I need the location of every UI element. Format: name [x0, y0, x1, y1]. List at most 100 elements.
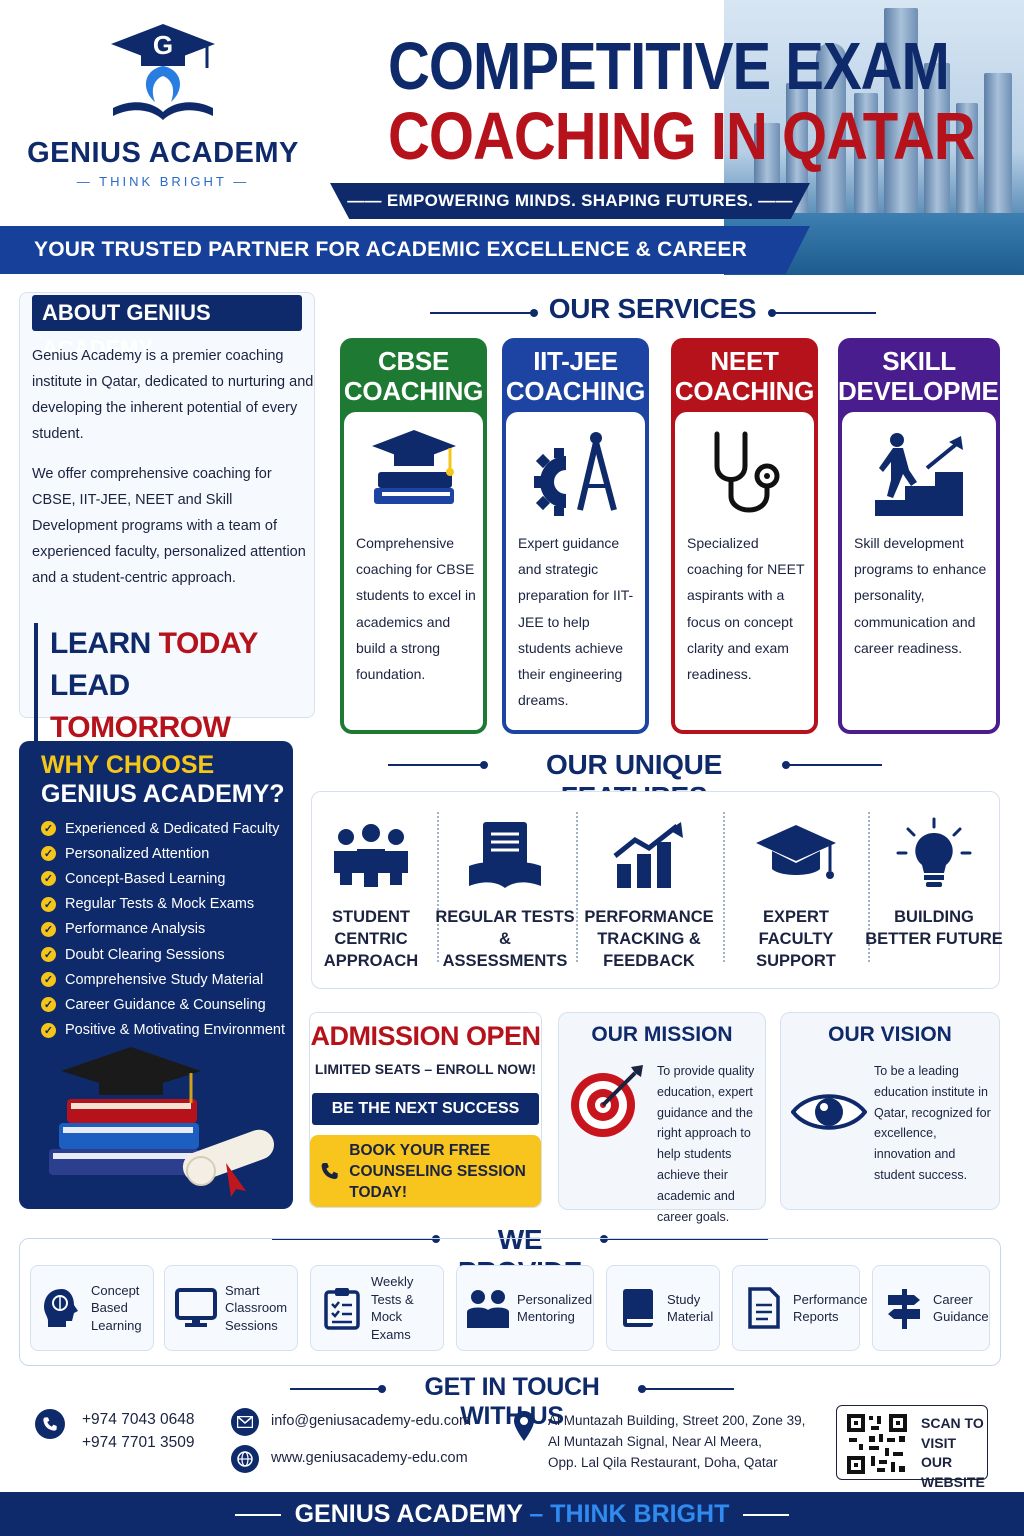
phone-numbers: +974 7043 0648 +974 7701 3509 [82, 1408, 195, 1454]
logo: G GENIUS ACADEMY — THINK BRIGHT — [18, 20, 308, 195]
provide-panel: Concept Based Learning Smart Classroom S… [19, 1238, 1001, 1366]
feature-label: BUILDING BETTER FUTURE [865, 908, 1003, 948]
provide-item: Study Material [606, 1265, 720, 1351]
gear-compass-icon [533, 432, 617, 516]
logo-letter: G [153, 30, 173, 60]
service-title: SKILL DEVELOPMENT [838, 346, 1000, 406]
two-people-icon [467, 1290, 509, 1328]
divider-dot [530, 309, 538, 317]
academy-logo-icon: G [111, 24, 215, 120]
feature-label: REGULAR TESTS & ASSESSMENTS [435, 908, 575, 970]
people-group-icon [334, 824, 408, 887]
service-card-skill-development[interactable]: SKILL DEVELOPMENT Skill development prog… [838, 338, 1000, 734]
globe-icon [231, 1445, 259, 1473]
list-item: ✓Performance Analysis [41, 917, 285, 942]
monitor-icon [175, 1288, 217, 1327]
vision-panel: OUR VISION To be a leading education ins… [780, 1012, 1000, 1210]
provide-label: Weekly Tests & Mock Exams [371, 1274, 414, 1342]
book-counseling-button[interactable]: BOOK YOUR FREE COUNSELING SESSION TODAY! [310, 1135, 541, 1207]
list-item: ✓Comprehensive Study Material [41, 967, 285, 992]
feature-performance-tracking: PERFORMANCE TRACKING & FEEDBACK [579, 814, 719, 974]
website-link[interactable]: www.geniusacademy-edu.com [271, 1450, 468, 1466]
service-description: Comprehensive coaching for CBSE students… [356, 535, 476, 683]
check-icon: ✓ [41, 846, 56, 862]
eye-icon [791, 1094, 867, 1130]
graduation-books-icon [371, 430, 456, 504]
service-card-cbse[interactable]: CBSE COACHING Comprehensive coaching for… [340, 338, 487, 734]
service-title: NEET COACHING [674, 346, 815, 406]
brain-head-icon [44, 1289, 78, 1327]
footer: GENIUS ACADEMY – THINK BRIGHT [0, 1492, 1024, 1536]
growth-chart-icon [613, 822, 683, 888]
service-card-iit-jee[interactable]: IIT-JEE COACHING Expert guidance and str… [502, 338, 649, 734]
main-title-line-1: COMPETITIVE EXAM [388, 29, 950, 104]
divider [388, 764, 484, 766]
list-item: ✓Career Guidance & Counseling [41, 992, 285, 1017]
qr-code-icon [845, 1412, 909, 1476]
about-section: ABOUT GENIUS ACADEMY Genius Academy is a… [19, 292, 315, 749]
service-description: Skill development programs to enhance pe… [854, 535, 987, 656]
report-document-icon [748, 1287, 780, 1329]
feature-student-centric: STUDENT CENTRIC APPROACH [301, 814, 441, 974]
list-item: ✓Regular Tests & Mock Exams [41, 892, 285, 917]
list-item: ✓Doubt Clearing Sessions [41, 942, 285, 967]
header-tagline: —— EMPOWERING MINDS. SHAPING FUTURES. —— [330, 183, 810, 219]
provide-label: Smart Classroom Sessions [225, 1282, 288, 1333]
partner-banner: YOUR TRUSTED PARTNER FOR ACADEMIC EXCELL… [0, 226, 810, 274]
admission-subtext: LIMITED SEATS – ENROLL NOW! [314, 1061, 537, 1077]
why-list: ✓Experienced & Dedicated Faculty ✓Person… [41, 816, 285, 1043]
divider [772, 312, 876, 314]
location-pin-icon [514, 1411, 534, 1441]
divider [604, 1238, 768, 1240]
check-icon: ✓ [41, 921, 56, 937]
provide-label: Study Material [667, 1291, 714, 1325]
book-icon [623, 1289, 653, 1327]
divider [272, 1238, 436, 1240]
admission-panel: ADMISSION OPEN LIMITED SEATS – ENROLL NO… [309, 1012, 542, 1208]
brand-tagline: — THINK BRIGHT — [76, 174, 250, 189]
phone-link-2[interactable]: +974 7701 3509 [82, 1434, 195, 1451]
email-icon [231, 1408, 259, 1436]
service-title: CBSE COACHING [343, 346, 484, 406]
list-item: ✓Experienced & Dedicated Faculty [41, 816, 285, 841]
success-story-button[interactable]: BE THE NEXT SUCCESS STORY! [312, 1093, 539, 1149]
divider-dot [480, 761, 488, 769]
divider [430, 312, 534, 314]
check-icon: ✓ [41, 871, 56, 887]
feature-regular-tests: REGULAR TESTS & ASSESSMENTS [435, 814, 575, 974]
signpost-icon [888, 1289, 920, 1329]
provide-item: Concept Based Learning [30, 1265, 154, 1351]
divider-dot [432, 1235, 440, 1243]
provide-item: Career Guidance [872, 1265, 990, 1351]
divider [290, 1388, 382, 1390]
phone-link-1[interactable]: +974 7043 0648 [82, 1411, 195, 1428]
footer-brand: GENIUS ACADEMY [294, 1500, 523, 1528]
main-title-line-2: COACHING IN QATAR [388, 99, 976, 174]
feature-label: EXPERT FACULTY SUPPORT [756, 908, 836, 970]
service-title: IIT-JEE COACHING [505, 346, 646, 406]
target-arrow-icon [571, 1065, 643, 1137]
lightbulb-icon [896, 817, 972, 887]
service-card-neet[interactable]: NEET COACHING Specialized coaching for N… [671, 338, 818, 734]
doha-skyline-image [724, 0, 1024, 275]
provide-label: Performance Reports [793, 1291, 868, 1325]
list-item: ✓Concept-Based Learning [41, 866, 285, 891]
brand-name: GENIUS ACADEMY [27, 137, 299, 169]
service-description: Specialized coaching for NEET aspirants … [687, 535, 805, 683]
check-icon: ✓ [41, 896, 56, 912]
why-choose-section: WHY CHOOSE GENIUS ACADEMY? ✓Experienced … [19, 741, 293, 1209]
feature-label: STUDENT CENTRIC APPROACH [323, 908, 419, 970]
mortarboard-icon [756, 825, 836, 879]
mission-text: To provide quality education, expert gui… [657, 1064, 755, 1224]
service-description: Expert guidance and strategic preparatio… [518, 535, 634, 709]
about-heading: ABOUT GENIUS ACADEMY [32, 295, 302, 361]
check-icon: ✓ [41, 1022, 56, 1038]
provide-item: Weekly Tests & Mock Exams [310, 1265, 444, 1351]
footer-tagline: THINK BRIGHT [550, 1500, 730, 1528]
mission-panel: OUR MISSION To provide quality education… [558, 1012, 766, 1224]
qr-code-block[interactable]: SCAN TO VISIT OUR WEBSITE [836, 1405, 988, 1490]
features-panel: STUDENT CENTRIC APPROACH REGULAR TESTS &… [311, 791, 1003, 989]
email-link[interactable]: info@geniusacademy-edu.com [271, 1413, 472, 1429]
stethoscope-icon [714, 431, 779, 513]
phone-icon [35, 1409, 65, 1439]
